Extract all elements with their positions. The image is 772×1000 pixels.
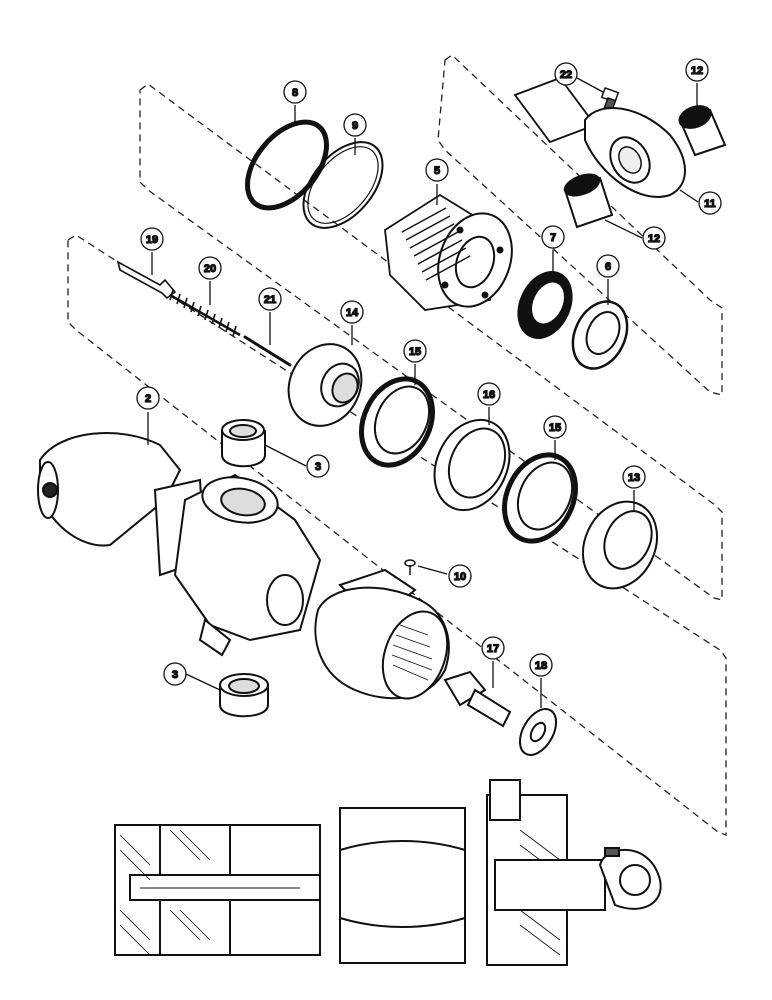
svg-text:6: 6 [605, 261, 611, 273]
washer-part [518, 708, 558, 756]
bushing-3-lower-part [219, 673, 269, 718]
svg-text:17: 17 [487, 643, 499, 655]
svg-text:15: 15 [549, 422, 561, 434]
svg-text:16: 16 [483, 389, 495, 401]
callout-12-upper: 12 [685, 58, 709, 110]
callout-13: 13 [622, 465, 646, 512]
callout-19: 19 [140, 227, 164, 275]
svg-text:11: 11 [704, 198, 716, 210]
bushing-12-upper-part [678, 105, 727, 157]
callout-8: 8 [283, 80, 307, 125]
callout-21: 21 [258, 287, 282, 345]
screw-part [404, 559, 416, 575]
svg-text:21: 21 [264, 294, 276, 306]
svg-text:9: 9 [352, 120, 358, 132]
svg-text:12: 12 [648, 233, 660, 245]
piston-group-outline [139, 83, 723, 601]
callout-9: 9 [343, 113, 367, 155]
callout-15-right: 15 [543, 415, 567, 460]
piston-part [384, 193, 513, 311]
packing-15-right-part [502, 452, 578, 544]
seal-7-part [517, 271, 573, 339]
callout-7: 7 [541, 225, 565, 275]
dashed-group-outlines [67, 54, 727, 836]
svg-text:5: 5 [434, 165, 440, 177]
callout-5: 5 [425, 158, 449, 205]
gland-part [582, 500, 658, 590]
svg-text:10: 10 [454, 571, 466, 583]
seal-6-part [571, 300, 629, 370]
callout-15-left: 15 [403, 339, 427, 385]
callout-18: 18 [529, 653, 553, 708]
svg-text:8: 8 [292, 87, 298, 99]
callout-20: 20 [198, 256, 222, 305]
valve-seat-part [287, 343, 363, 427]
svg-text:12: 12 [691, 65, 703, 77]
rod-eye-part [513, 76, 686, 198]
callout-3-upper: 3 [264, 444, 330, 478]
bushing-12-lower-part [563, 173, 614, 229]
assembled-cross-section [114, 779, 662, 966]
bolt-part [443, 670, 512, 728]
svg-text:3: 3 [172, 669, 178, 681]
svg-text:19: 19 [146, 234, 158, 246]
svg-text:13: 13 [628, 472, 640, 484]
valve-group-outline [67, 234, 727, 836]
callout-14: 14 [340, 300, 364, 345]
svg-text:2: 2 [145, 393, 151, 405]
spring-part [169, 289, 241, 337]
svg-text:22: 22 [560, 69, 572, 81]
callout-22: 22 [554, 62, 604, 93]
callout-6: 6 [596, 254, 620, 305]
callouts: 2 3 3 5 6 7 8 9 10 11 12 12 13 14 15 15 … [136, 58, 722, 708]
callout-12-lower: 12 [604, 219, 666, 250]
bushing-3-upper-part [221, 419, 266, 468]
callout-3-lower: 3 [163, 662, 221, 691]
pin-part [243, 335, 292, 367]
back-up-ring-part [302, 141, 384, 229]
svg-text:3: 3 [315, 461, 321, 473]
svg-text:14: 14 [346, 307, 359, 319]
o-ring-part [244, 119, 330, 211]
callout-16: 16 [477, 382, 501, 425]
packing-15-left-part [359, 376, 435, 468]
rod-eye-group-outline [437, 54, 723, 396]
callout-2: 2 [136, 386, 160, 445]
callout-10: 10 [417, 564, 472, 588]
grease-fitting-part [600, 86, 620, 112]
barrel-collar-part [314, 568, 450, 700]
valve-stem-part [116, 260, 177, 300]
housing-part [37, 432, 322, 657]
ring-16-part [433, 418, 511, 512]
svg-text:20: 20 [204, 263, 216, 275]
callout-17: 17 [481, 636, 505, 688]
svg-text:7: 7 [550, 232, 556, 244]
svg-text:15: 15 [409, 346, 421, 358]
svg-text:18: 18 [535, 660, 547, 672]
callout-11: 11 [679, 189, 722, 215]
